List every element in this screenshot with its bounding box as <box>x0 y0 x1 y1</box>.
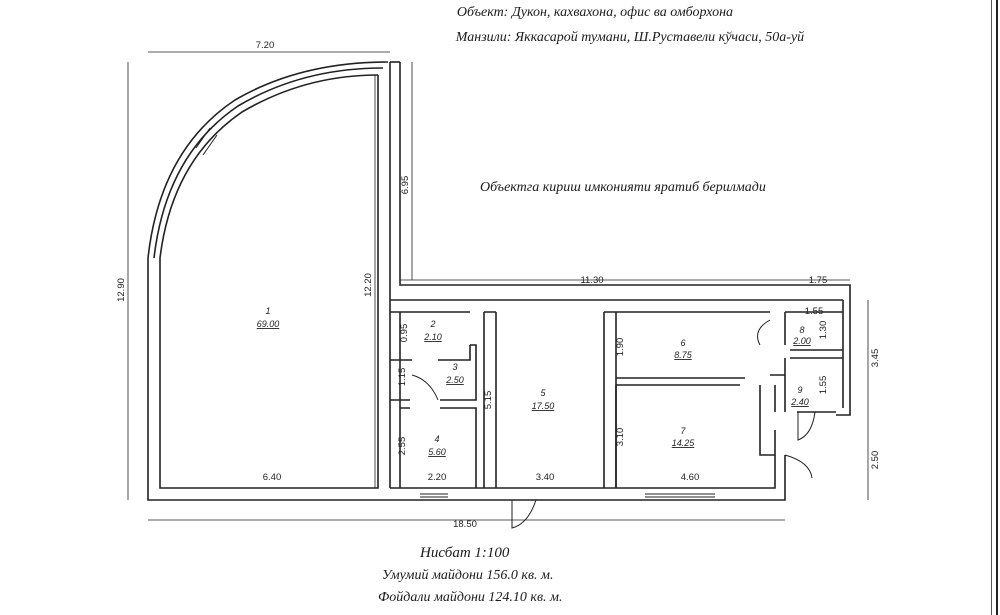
dim-total-width: 18.50 <box>453 519 477 530</box>
room-3-area: 2.50 <box>445 375 464 385</box>
dim-r5-width: 3.40 <box>536 472 555 483</box>
dim-top-width: 7.20 <box>256 40 275 51</box>
dim-right-lower: 2.50 <box>870 451 881 470</box>
room-3-number: 3 <box>452 362 457 372</box>
room8-walls <box>784 311 843 351</box>
curved-facade-inner <box>159 74 379 259</box>
right-block-outer <box>836 300 851 416</box>
room-9-area: 2.40 <box>790 397 809 407</box>
frame-border <box>996 0 998 615</box>
window-room7 <box>645 493 715 498</box>
room-8-area: 2.00 <box>792 336 811 346</box>
room1-outer-wall <box>147 258 385 501</box>
dim-inner-height: 12.20 <box>363 273 374 297</box>
room2-walls <box>390 311 471 361</box>
dim-r1-width: 6.40 <box>263 472 282 483</box>
object-title: Объект: Дукон, кахвахона, офис ва омборх… <box>456 5 734 20</box>
room1-inner-wall <box>159 75 379 489</box>
room-9-number: 9 <box>797 385 802 395</box>
address-line: Манзили: Яккасарой тумани, Ш.Руставели к… <box>455 30 805 45</box>
dim-r9-height: 1.55 <box>818 376 829 395</box>
dim-left-height: 12.90 <box>116 278 127 302</box>
window-room1 <box>195 127 218 156</box>
bottom-inner-wall <box>390 430 776 489</box>
room-4-area: 5.60 <box>428 447 446 457</box>
dim-r3-height: 1.15 <box>397 368 408 387</box>
door-room3 <box>411 374 439 401</box>
dim-r8-height: 1.30 <box>818 321 829 340</box>
room-6-area: 8.75 <box>674 350 693 360</box>
scale-label: Нисбат 1:100 <box>420 545 510 561</box>
curved-facade-outer <box>147 61 389 259</box>
room-2-number: 2 <box>429 319 435 329</box>
door-entrance <box>511 499 537 529</box>
dim-r8-width: 1.55 <box>805 306 824 317</box>
dim-corridor-length: 11.30 <box>580 275 603 286</box>
room7-walls <box>615 385 775 488</box>
door-room8 <box>757 319 771 346</box>
room-6-number: 6 <box>680 338 685 348</box>
room-4-number: 4 <box>434 434 439 444</box>
room-7-area: 14.25 <box>672 438 696 448</box>
dim-right-upper: 3.45 <box>870 349 881 368</box>
room-5-area: 17.50 <box>532 401 555 411</box>
total-area-label: Умумий майдони 156.0 кв. м. <box>382 568 554 583</box>
dim-r4-width: 2.20 <box>428 472 447 483</box>
room9-walls <box>784 357 843 413</box>
room-1-number: 1 <box>265 306 270 316</box>
room-7-number: 7 <box>680 426 686 436</box>
room-1-area: 69.00 <box>257 319 280 329</box>
access-note: Объектга кириш имконияти яратиб берилмад… <box>480 180 766 195</box>
room4-walls <box>400 407 477 488</box>
dim-r7-height: 3.10 <box>615 428 626 447</box>
room-5-number: 5 <box>540 388 546 398</box>
dim-r6-height: 1.90 <box>615 338 626 357</box>
corridor-wall-left <box>399 62 851 300</box>
dim-r2-height: 0.95 <box>399 324 410 343</box>
frame-border-inner <box>991 0 992 615</box>
room6-walls <box>616 311 770 386</box>
wet-walls <box>770 374 785 412</box>
dim-r4-height: 2.55 <box>397 437 408 456</box>
dim-right-small: 1.75 <box>809 275 828 286</box>
room5-walls <box>483 311 617 488</box>
door-exit <box>784 454 813 479</box>
dim-r7-width: 4.60 <box>681 472 700 483</box>
dim-r5-height: 5.15 <box>483 391 494 410</box>
door-room9 <box>797 411 816 441</box>
dim-corridor-height: 6.95 <box>400 176 411 195</box>
useful-area-label: Фойдали майдони 124.10 кв. м. <box>378 590 563 605</box>
room-8-number: 8 <box>799 325 804 335</box>
room-2-area: 2.10 <box>423 332 442 342</box>
curved-facade-mid <box>153 67 384 259</box>
window-room4 <box>420 493 448 498</box>
bottom-outer-wall <box>385 455 786 501</box>
